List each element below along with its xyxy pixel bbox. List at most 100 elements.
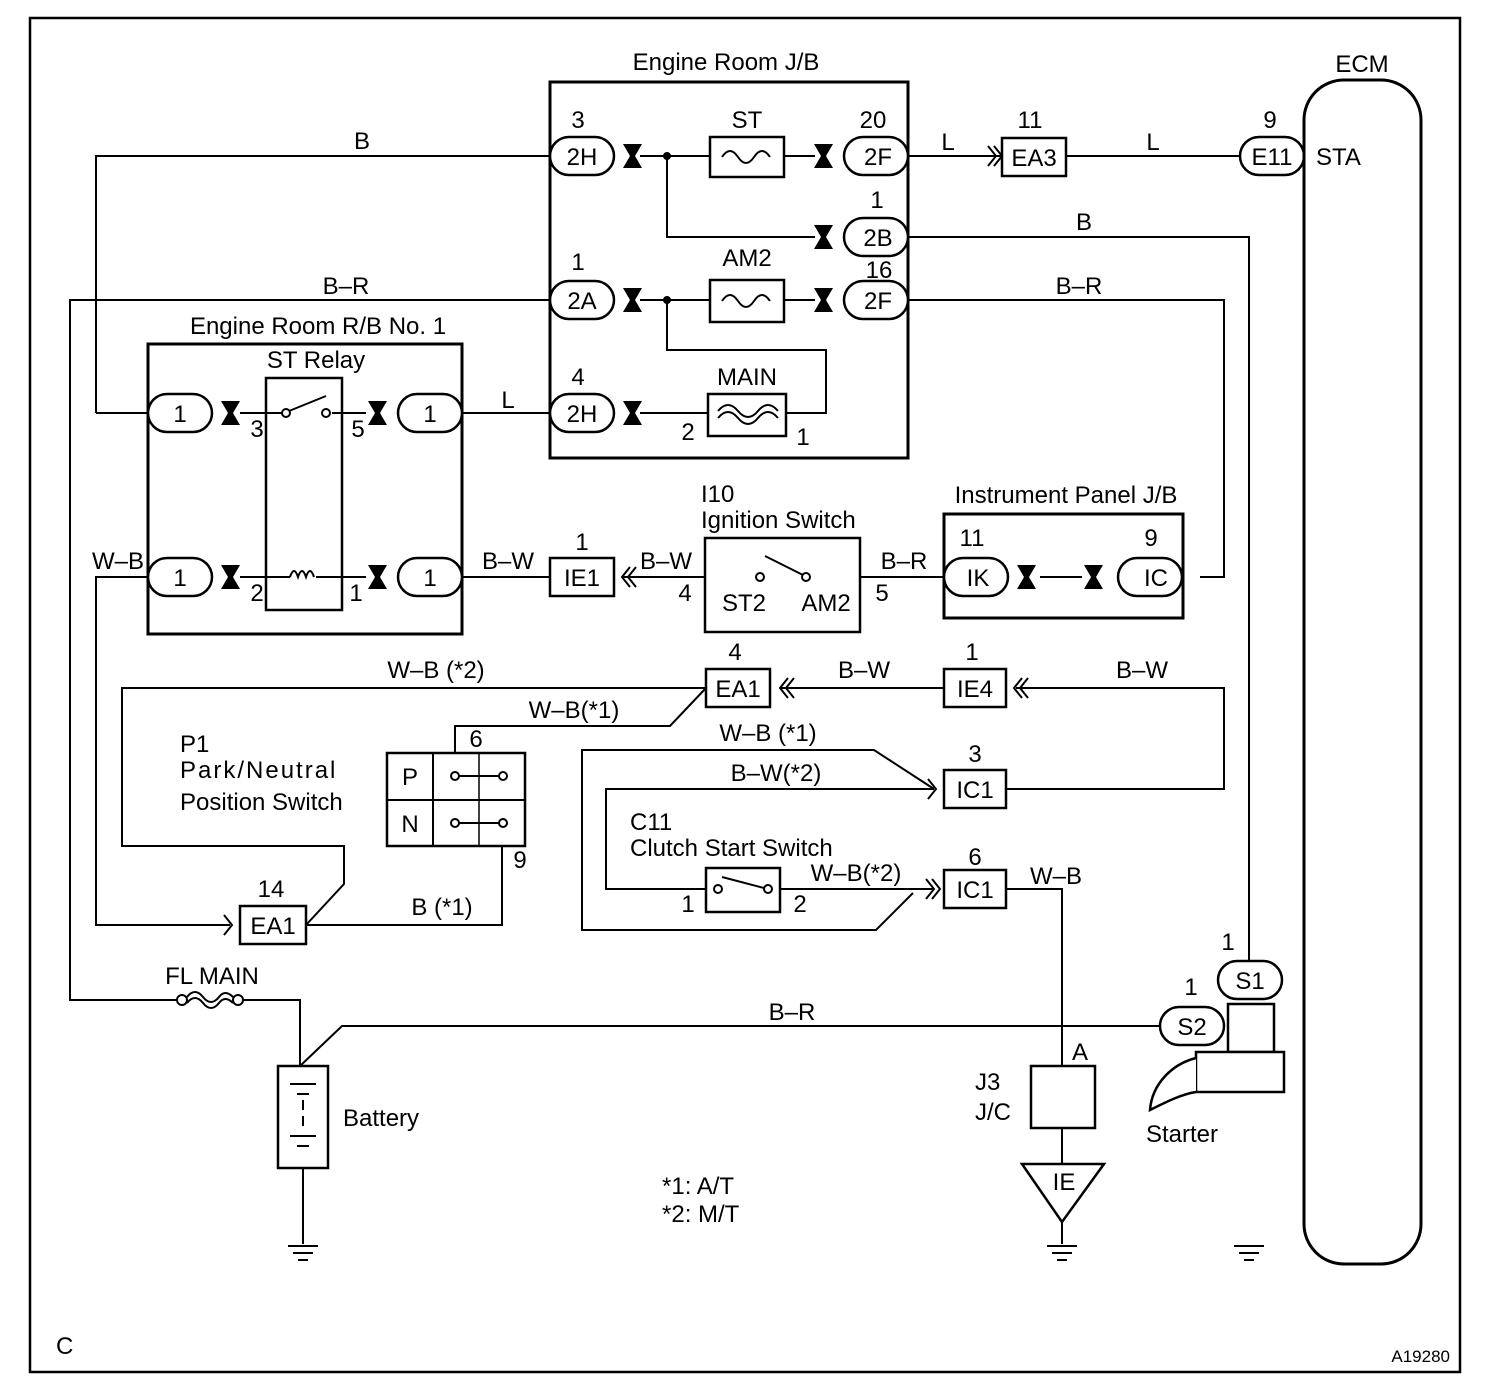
pin-label: 1 bbox=[349, 580, 362, 607]
wire-label: L bbox=[1146, 129, 1159, 156]
wire-label: B (*1) bbox=[411, 894, 472, 921]
connector-2a: 2A bbox=[548, 279, 616, 321]
pin-label: 6 bbox=[469, 726, 482, 753]
ecm-terminal-sta: STA bbox=[1316, 144, 1361, 171]
svg-text:IC1: IC1 bbox=[956, 877, 993, 904]
wire-label: W–B (*1) bbox=[719, 720, 816, 747]
clutch-switch-contact bbox=[713, 876, 773, 894]
svg-text:EA1: EA1 bbox=[250, 913, 295, 940]
wire-label: L bbox=[941, 129, 954, 156]
pin-label: 11 bbox=[1018, 107, 1043, 134]
ig-am2-label: AM2 bbox=[801, 590, 850, 617]
st-fuse-label: ST bbox=[732, 107, 763, 134]
splice-dot bbox=[663, 296, 671, 304]
svg-text:E11: E11 bbox=[1252, 144, 1293, 171]
wire-label: W–B (*2) bbox=[387, 657, 484, 684]
pin-label: 11 bbox=[960, 525, 985, 552]
jc-pin-label: A bbox=[1072, 1039, 1088, 1066]
ground-icon bbox=[1234, 1245, 1264, 1261]
note-mt: *2: M/T bbox=[662, 1201, 740, 1228]
engine-room-rb-label: Engine Room R/B No. 1 bbox=[190, 313, 446, 340]
ground-ie-label: IE bbox=[1053, 1169, 1076, 1196]
svg-text:IE4: IE4 bbox=[957, 676, 993, 703]
pin-label: 9 bbox=[1263, 107, 1276, 134]
connector-s1: S1 bbox=[1216, 959, 1284, 1001]
pin-label: 1 bbox=[870, 187, 883, 214]
svg-text:IC: IC bbox=[1144, 565, 1168, 592]
jc-id: J3 bbox=[975, 1069, 1000, 1096]
ig-st2-label: ST2 bbox=[722, 590, 766, 617]
wire-label: B–R bbox=[323, 273, 370, 300]
connector-ic1-bottom: IC1 bbox=[942, 868, 1008, 910]
starter-label: Starter bbox=[1146, 1121, 1218, 1148]
ignition-switch-label: Ignition Switch bbox=[701, 507, 856, 534]
ground-icon bbox=[1047, 1245, 1077, 1261]
corner-label: C bbox=[56, 1333, 73, 1360]
pin-label: 4 bbox=[571, 364, 584, 391]
svg-text:IE1: IE1 bbox=[564, 565, 600, 592]
pin-label: 2 bbox=[250, 580, 263, 607]
svg-text:2B: 2B bbox=[863, 225, 892, 252]
am2-fuse bbox=[708, 278, 786, 324]
pin-label: 9 bbox=[513, 847, 526, 874]
clutch-label: Clutch Start Switch bbox=[630, 835, 833, 862]
wire-label: B–W(*2) bbox=[731, 760, 822, 787]
connector-ea1-bottom: EA1 bbox=[238, 904, 308, 946]
main-fusible-link bbox=[706, 392, 788, 438]
svg-text:1: 1 bbox=[423, 401, 436, 428]
svg-text:EA1: EA1 bbox=[715, 676, 760, 703]
pin-label: 16 bbox=[866, 257, 893, 284]
junction-connector-box bbox=[1029, 1064, 1097, 1130]
ground-icon bbox=[288, 1245, 318, 1261]
pnp-n: N bbox=[401, 811, 418, 838]
pin-label: 3 bbox=[968, 741, 981, 768]
svg-text:2F: 2F bbox=[864, 144, 892, 171]
pin-label: 5 bbox=[875, 580, 888, 607]
pin-label: 5 bbox=[351, 416, 364, 443]
pnp-p: P bbox=[402, 764, 418, 791]
connector-ie4: IE4 bbox=[942, 667, 1008, 709]
connector-e11: E11 bbox=[1238, 135, 1306, 177]
splice-dot bbox=[663, 152, 671, 160]
pnp-id: P1 bbox=[180, 731, 209, 758]
battery-cells bbox=[290, 1083, 316, 1147]
relay-connector-left-top: 1 bbox=[146, 392, 214, 434]
svg-text:2A: 2A bbox=[567, 288, 596, 315]
pin-label: 3 bbox=[571, 107, 584, 134]
pin-label: 20 bbox=[860, 107, 887, 134]
pin-label: 2 bbox=[793, 891, 806, 918]
relay-contact bbox=[281, 395, 331, 418]
engine-room-jb-box bbox=[548, 80, 910, 460]
connector-ie1: IE1 bbox=[548, 556, 616, 598]
jc-label: J/C bbox=[975, 1099, 1011, 1126]
svg-text:2F: 2F bbox=[864, 288, 892, 315]
connector-ik: IK bbox=[942, 556, 1010, 598]
pin-label: 1 bbox=[965, 639, 978, 666]
svg-text:EA3: EA3 bbox=[1011, 145, 1056, 172]
svg-text:2H: 2H bbox=[567, 144, 598, 171]
svg-text:S1: S1 bbox=[1235, 968, 1264, 995]
wire-label: B–R bbox=[769, 999, 816, 1026]
pin-label: 3 bbox=[250, 416, 263, 443]
svg-text:IC1: IC1 bbox=[956, 777, 993, 804]
ignition-switch-id: I10 bbox=[701, 481, 734, 508]
battery-box bbox=[276, 1064, 330, 1170]
battery-label: Battery bbox=[343, 1105, 419, 1132]
pin-label: 1 bbox=[1221, 929, 1234, 956]
wire-label: B–R bbox=[881, 548, 928, 575]
ecm-label: ECM bbox=[1335, 51, 1388, 78]
figure-code: A19280 bbox=[1391, 1347, 1450, 1366]
pin-label: 2 bbox=[681, 419, 694, 446]
wire-label: B–W bbox=[640, 548, 692, 575]
connector-2h-top: 2H bbox=[548, 135, 616, 177]
relay-coil bbox=[289, 570, 315, 581]
drawing-frame bbox=[28, 16, 1462, 1374]
engine-room-jb-label: Engine Room J/B bbox=[633, 49, 820, 76]
connector-ea3: EA3 bbox=[1000, 136, 1068, 178]
connector-2f-top: 2F bbox=[842, 135, 910, 177]
connector-2f-mid: 2F bbox=[842, 279, 910, 321]
wire-label: B–W bbox=[482, 548, 534, 575]
wire-label: W–B(*2) bbox=[811, 860, 902, 887]
main-fuse-label: MAIN bbox=[717, 364, 777, 391]
